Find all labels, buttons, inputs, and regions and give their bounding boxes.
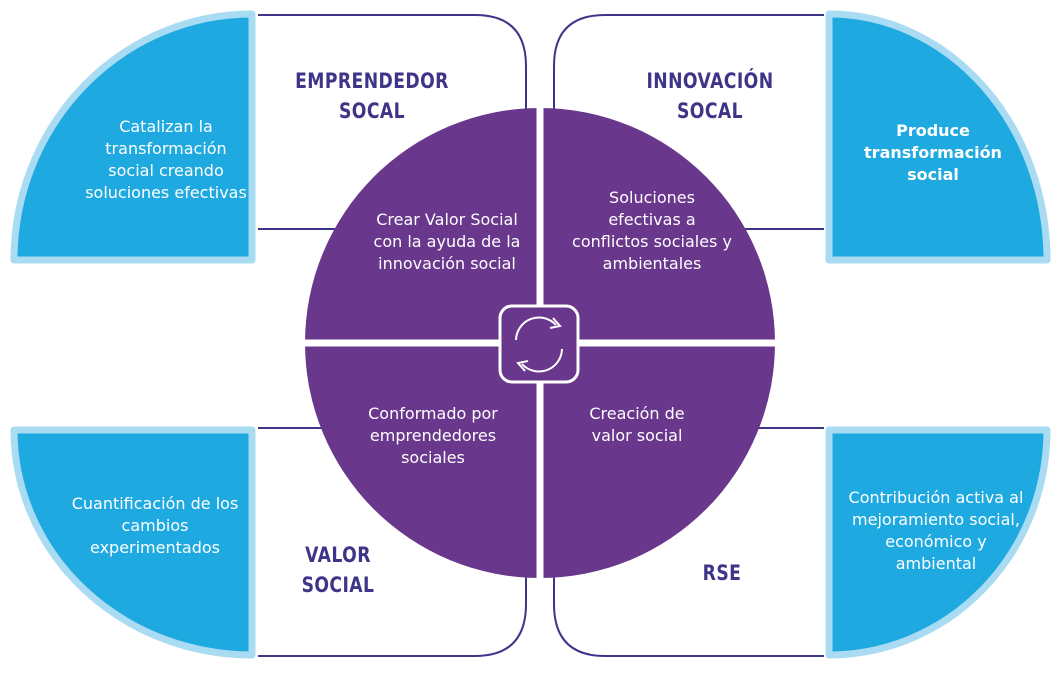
top-right-title: INNOVACIÓN SOCAL: [620, 66, 800, 126]
bottom-left-title: VALOR SOCIAL: [248, 540, 428, 600]
cycle-arrows-icon: [498, 304, 580, 384]
bottom-right-frame: [553, 427, 824, 657]
top-right-frame: [553, 14, 824, 230]
top-left-tab-text: Catalizan la transformación social crean…: [85, 117, 247, 202]
bottom-left-tab: [10, 426, 256, 659]
top-right-title-line2: SOCAL: [676, 99, 744, 123]
bottom-right-title-line1: RSE: [702, 561, 742, 585]
bottom-left-title-line2: SOCIAL: [301, 573, 375, 597]
bottom-left-circle-text: Conformado por emprendedores sociales: [368, 404, 498, 467]
bottom-left-title-line1: VALOR: [305, 543, 371, 567]
bottom-right-title: RSE: [632, 558, 812, 588]
top-right-title-line1: INNOVACIÓN: [646, 69, 774, 93]
top-left-frame: [258, 14, 527, 230]
bottom-right-tab-text: Contribución activa al mejoramiento soci…: [848, 488, 1024, 573]
bottom-left-frame: [258, 427, 527, 657]
top-right-tab-text: Produce transformación social: [864, 121, 1002, 184]
top-left-tab: [10, 10, 256, 264]
top-left-title-line1: EMPRENDEDOR: [295, 69, 449, 93]
top-left-title-line2: SOCAL: [338, 99, 406, 123]
top-left-title: EMPRENDEDOR SOCAL: [282, 66, 462, 126]
bottom-right-tab: [825, 426, 1051, 659]
bottom-right-circle-text: Creación de valor social: [589, 404, 685, 445]
bottom-left-tab-text: Cuantificación de los cambios experiment…: [71, 494, 239, 557]
top-left-circle-text: Crear Valor Social con la ayuda de la in…: [373, 210, 521, 273]
top-right-tab: [825, 10, 1051, 264]
top-right-circle-text: Soluciones efectivas a conflictos social…: [572, 188, 732, 273]
